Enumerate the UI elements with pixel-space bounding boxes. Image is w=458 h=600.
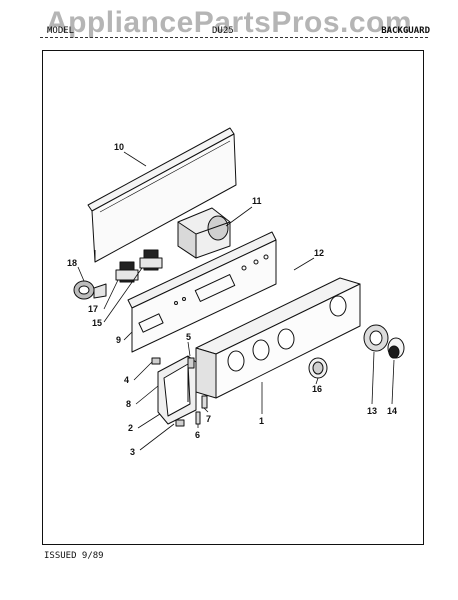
- part-17-switch: [115, 261, 139, 283]
- callout-9: 9: [116, 335, 121, 345]
- callout-2: 2: [128, 423, 133, 433]
- header-section-title: BACKGUARD: [381, 26, 430, 36]
- leader-lines: [77, 151, 395, 451]
- part-18-rotary-switch: [73, 280, 107, 300]
- callout-15: 15: [92, 318, 102, 328]
- part-9-control-panel: [127, 231, 277, 353]
- callout-11: 11: [252, 196, 262, 206]
- part-4-clip: [151, 357, 161, 365]
- callout-4: 4: [124, 375, 129, 385]
- part-6-screw: [195, 411, 201, 425]
- part-10-rear-panel: [87, 127, 237, 263]
- callout-10: 10: [114, 142, 124, 152]
- part-15-switch: [139, 249, 163, 271]
- callout-17: 17: [88, 304, 98, 314]
- part-5-screw: [187, 357, 195, 369]
- callout-16: 16: [312, 384, 322, 394]
- callout-1: 1: [259, 416, 264, 426]
- part-3-screw: [175, 419, 185, 427]
- header-model-number: DU25: [212, 26, 234, 36]
- diagram-frame: [42, 50, 424, 545]
- part-16-knob: [308, 357, 328, 379]
- callout-13: 13: [367, 406, 377, 416]
- callout-12: 12: [314, 248, 324, 258]
- callout-5: 5: [186, 332, 191, 342]
- part-13-dial: [363, 324, 389, 352]
- callout-8: 8: [126, 399, 131, 409]
- header-model: MODEL: [47, 26, 75, 36]
- header-divider: [40, 37, 428, 38]
- callout-7: 7: [206, 414, 211, 424]
- callout-3: 3: [130, 447, 135, 457]
- callout-14: 14: [387, 406, 397, 416]
- callout-18: 18: [67, 258, 77, 268]
- issue-date: ISSUED 9/89: [44, 551, 104, 561]
- part-1-backguard-console: [195, 277, 361, 399]
- callout-6: 6: [195, 430, 200, 440]
- part-7-spacer: [201, 395, 208, 409]
- part-8-end-cap: [157, 355, 197, 425]
- part-11-timer: [177, 207, 231, 259]
- part-14-knob: [387, 337, 405, 359]
